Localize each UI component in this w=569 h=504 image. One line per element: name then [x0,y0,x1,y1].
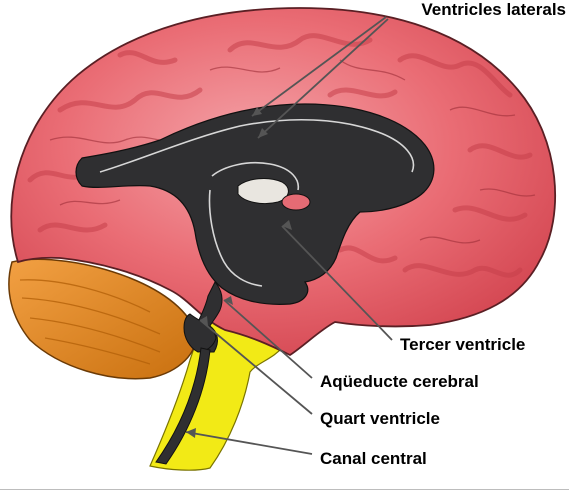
label-central-canal: Canal central [320,449,427,468]
label-lateral-ventricles: Ventricles laterals [421,0,566,19]
label-third-ventricle: Tercer ventricle [400,335,525,354]
interventricular-hole [238,179,288,204]
bottom-divider [0,489,569,490]
interthalamic-adhesion [282,194,310,210]
label-fourth-ventricle: Quart ventricle [320,409,440,428]
label-aqueduct: Aqüeducte cerebral [320,372,479,391]
